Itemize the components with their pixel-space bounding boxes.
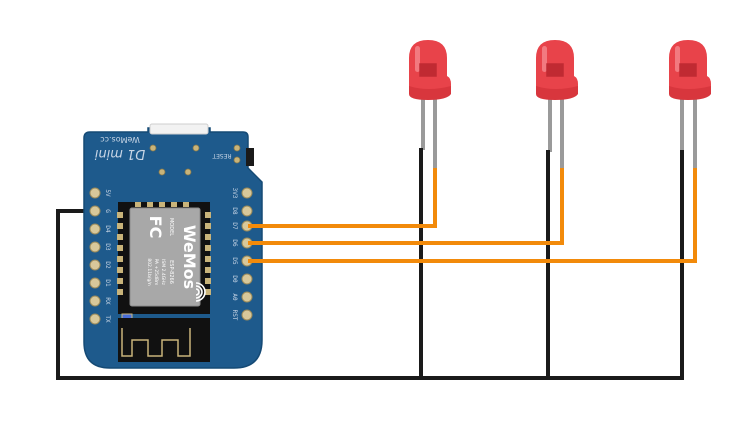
pin-tx[interactable] — [89, 313, 101, 325]
led-1-cathode-lead — [421, 94, 425, 150]
led-2 — [536, 40, 578, 170]
pin-d4[interactable] — [89, 223, 101, 235]
pin-label-5v: 5V — [104, 189, 111, 197]
esp-shield-can — [129, 207, 201, 307]
pin-d1[interactable] — [89, 277, 101, 289]
led-1-die — [419, 63, 437, 77]
pin-label-g: G — [104, 209, 111, 213]
module-brand: WeMos — [180, 225, 199, 289]
pin-d3[interactable] — [89, 241, 101, 253]
wemos-d1-mini-board: D1 mini WeMos.cc RESET — [83, 123, 263, 369]
pin-label-d6: D6 — [231, 239, 238, 247]
reset-label: RESET — [212, 152, 232, 159]
module-spec-1: ISM 2.4GHz — [160, 259, 166, 286]
led-2-anode-lead — [560, 94, 564, 170]
pin-label-d5: D5 — [231, 257, 238, 265]
usb-connector — [149, 123, 209, 135]
led-3-die — [679, 63, 697, 77]
pin-3v3[interactable] — [241, 187, 253, 199]
pin-a0[interactable] — [241, 291, 253, 303]
ground-wire-main — [56, 150, 684, 380]
signal-wires — [248, 170, 697, 263]
led-2-highlight — [542, 46, 547, 72]
module-spec-2: PA +25dBm — [153, 259, 159, 286]
module-model: ESP-8266 — [168, 260, 174, 284]
board-brand: WeMos.cc — [100, 135, 140, 144]
led-2-flat — [536, 86, 578, 100]
pin-label-d3: D3 — [104, 243, 111, 251]
left-pin-labels: 5V G D4 D3 D2 D1 RX TX — [104, 189, 111, 323]
board-vias — [149, 144, 241, 176]
wire-d6-led2 — [248, 170, 564, 245]
led-2-cathode-lead — [548, 94, 552, 152]
pin-d2[interactable] — [89, 259, 101, 271]
led-3-cathode-lead — [680, 94, 684, 152]
module-pads-left — [117, 212, 123, 295]
pin-rx[interactable] — [89, 295, 101, 307]
module-spec-3: 802.11b/g/n — [146, 258, 152, 285]
lead-wire-junctions — [419, 148, 697, 172]
pin-label-a0: A0 — [231, 293, 238, 301]
pin-label-rst: RST — [231, 310, 238, 321]
module-fcc-logo: FC — [146, 216, 165, 239]
led-3-anode-lead — [693, 94, 697, 170]
led-3-highlight — [675, 46, 680, 72]
pin-label-d0: D0 — [231, 275, 238, 283]
pin-5v[interactable] — [89, 187, 101, 199]
pin-label-tx: TX — [104, 315, 111, 323]
wifi-icon — [195, 282, 206, 302]
pin-label-d8: D8 — [231, 207, 238, 215]
led-1-anode-lead — [433, 94, 437, 170]
led-1-highlight — [415, 46, 420, 72]
led-1 — [409, 40, 451, 170]
module-pads-top — [135, 202, 189, 207]
pcb-antenna — [121, 328, 191, 357]
pin-label-rx: RX — [104, 297, 111, 305]
pin-label-d2: D2 — [104, 261, 111, 269]
led-3-flat — [669, 86, 711, 100]
board-name: D1 mini — [94, 146, 145, 161]
led-2-die — [546, 63, 564, 77]
pin-rst[interactable] — [241, 309, 253, 321]
pin-label-3v3: 3V3 — [231, 188, 238, 199]
pin-g[interactable] — [89, 205, 101, 217]
pin-label-d1: D1 — [104, 279, 111, 287]
module-pads-right — [205, 212, 211, 295]
pin-label-d7: D7 — [231, 222, 238, 230]
right-pin-labels: 3V3 D8 D7 D6 D5 D0 A0 RST — [231, 188, 238, 321]
reset-button[interactable] — [246, 148, 254, 166]
pin-label-d4: D4 — [104, 225, 111, 233]
right-header — [241, 187, 253, 321]
left-header — [89, 187, 101, 325]
led-1-flat — [409, 86, 451, 100]
led-3 — [669, 40, 711, 170]
pin-d0[interactable] — [241, 273, 253, 285]
pin-d8[interactable] — [241, 205, 253, 217]
wire-d7-led1 — [248, 170, 437, 228]
module-model-label: MODEL — [168, 218, 174, 236]
wire-d5-led3 — [248, 170, 697, 263]
